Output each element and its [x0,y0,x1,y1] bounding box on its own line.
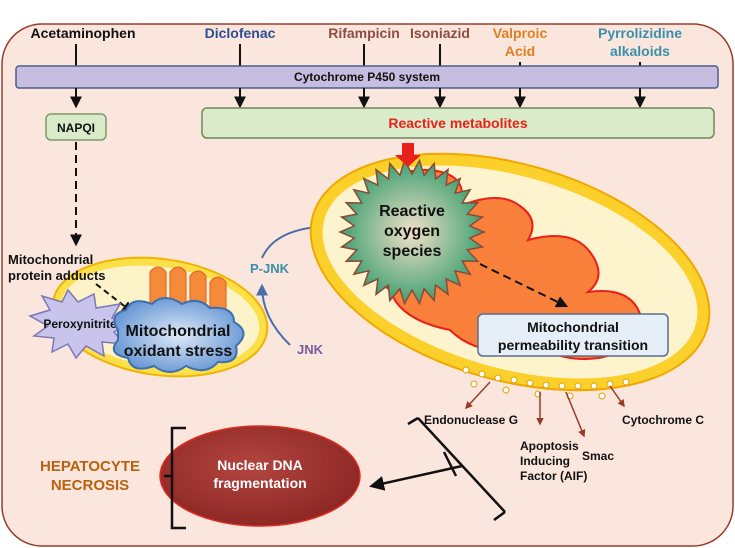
necrosis-bracket [164,426,186,530]
aif-label-line2: Inducing [520,454,570,468]
dna-label-line2: fragmentation [213,475,306,491]
napqi-box [45,113,107,141]
ros-to-mpt-arrow [479,263,569,308]
mito-adducts-label-line1: Mitochondrial [8,252,93,267]
mpt-label-line1: Mitochondrial [527,319,619,335]
ros-label-line2: oxygen [384,223,440,240]
drug-valproic-acid-label-line1: Valproic [493,25,548,41]
drug-rifampicin-label: Rifampicin [328,25,400,41]
release-arrows [464,381,625,438]
peroxynitrite-label: Peroxynitrite [43,317,117,331]
drug-isoniazid-label: Isoniazid [410,25,470,41]
jnk-to-pjnk-arrow [256,283,291,346]
aif-label-line3: Factor (AIF) [520,469,587,483]
napqi-label: NAPQI [57,121,95,135]
smac-label: Smac [582,449,614,463]
nuclear-dna-ellipse [159,425,361,527]
endonuclease-label: Endonuclease G [424,413,518,427]
necrosis-label-line2: NECROSIS [51,477,129,494]
adducts-to-oxidant-stress-arrow [95,283,134,314]
pjnk-label: P-JNK [250,261,290,276]
oxidant-stress-label-line1: Mitochondrial [126,323,231,340]
oxidant-stress-label-line2: oxidant stress [124,343,233,360]
dna-label-line1: Nuclear DNA [217,457,303,473]
drug-pyrrolizidine-label-line2: alkaloids [610,43,670,59]
oxidant-stress-cloud [112,297,245,373]
mpt-label-line2: permeability transition [498,337,648,353]
cytochrome-p450-label: Cytochrome P450 system [294,70,440,84]
ros-label-line3: species [383,243,442,260]
membrane-pores [462,366,630,400]
drug-connectors [75,44,641,66]
cytochrome-c-label: Cytochrome C [622,413,704,427]
drug-pyrrolizidine-label-line1: Pyrrolizidine [598,25,682,41]
necrosis-label-line1: HEPATOCYTE [40,458,140,475]
red-down-arrow [395,143,421,167]
reactive-metabolites-box [201,107,715,139]
drug-valproic-acid-label-line2: Acid [505,43,535,59]
drug-acetaminophen-label: Acetaminophen [30,25,135,41]
drug-diclofenac-label: Diclofenac [205,25,276,41]
cytochrome-p450-bar [15,65,719,89]
converging-lines [369,416,506,522]
mito-adducts-label-line2: protein adducts [8,268,106,283]
jnk-label: JNK [297,342,324,357]
ros-label-line1: Reactive [379,203,445,220]
ros-spiky-ball [338,158,486,306]
peroxynitrite-burst [28,288,135,360]
reactive-metabolites-label: Reactive metabolites [388,115,527,131]
mpt-box [477,313,669,357]
aif-label-line1: Apoptosis [520,439,579,453]
p450-output-arrows [70,88,646,109]
